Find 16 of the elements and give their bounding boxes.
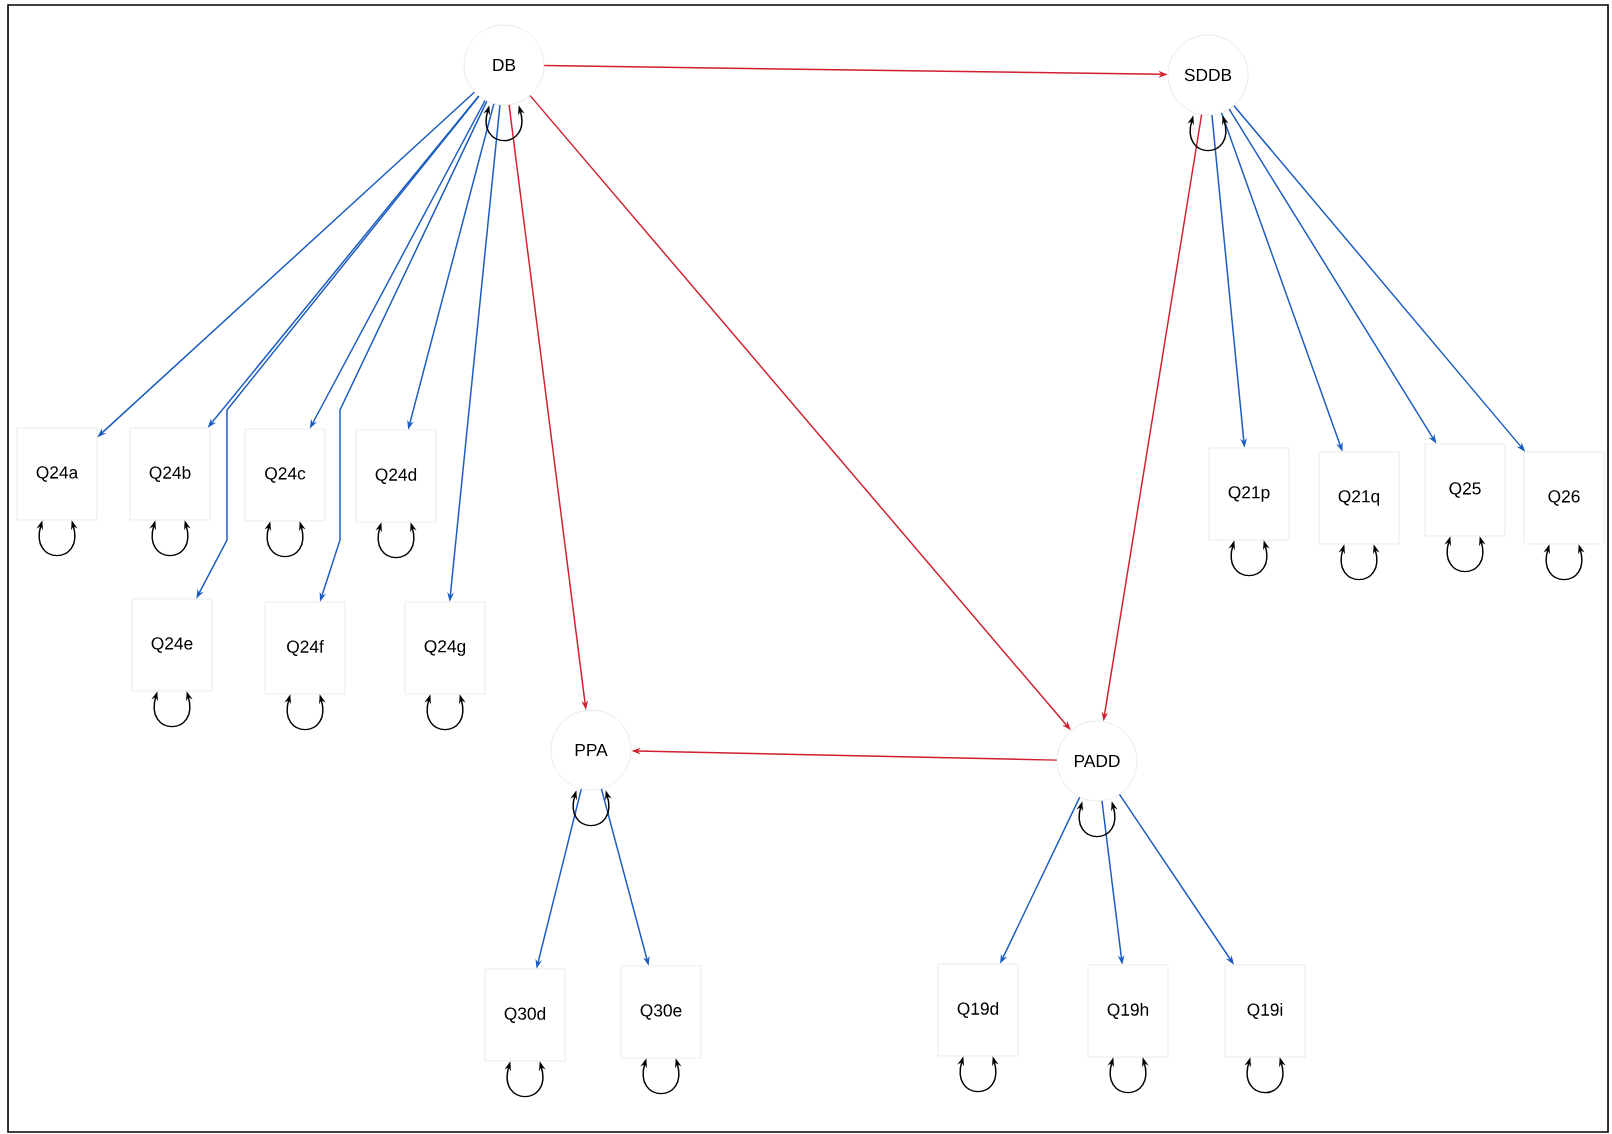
observed-box: Q24b: [129, 427, 211, 521]
observed-box: Q24e: [131, 598, 213, 692]
observed-box: Q24a: [16, 427, 98, 521]
observed-box: Q19i: [1224, 964, 1306, 1058]
observed-box: Q24d: [355, 429, 437, 523]
observed-box: Q19d: [937, 963, 1019, 1057]
observed-box: Q30e: [620, 965, 702, 1059]
observed-box: Q24c: [244, 428, 326, 522]
observed-box: Q24g: [404, 601, 486, 695]
observed-box: Q21p: [1208, 447, 1290, 541]
observed-box: Q21q: [1318, 451, 1400, 545]
observed-box: Q30d: [484, 968, 566, 1062]
observed-box: Q25: [1424, 443, 1506, 537]
observed-box: Q26: [1523, 451, 1605, 545]
observed-box: Q24f: [264, 601, 346, 695]
observed-box: Q19h: [1087, 964, 1169, 1058]
